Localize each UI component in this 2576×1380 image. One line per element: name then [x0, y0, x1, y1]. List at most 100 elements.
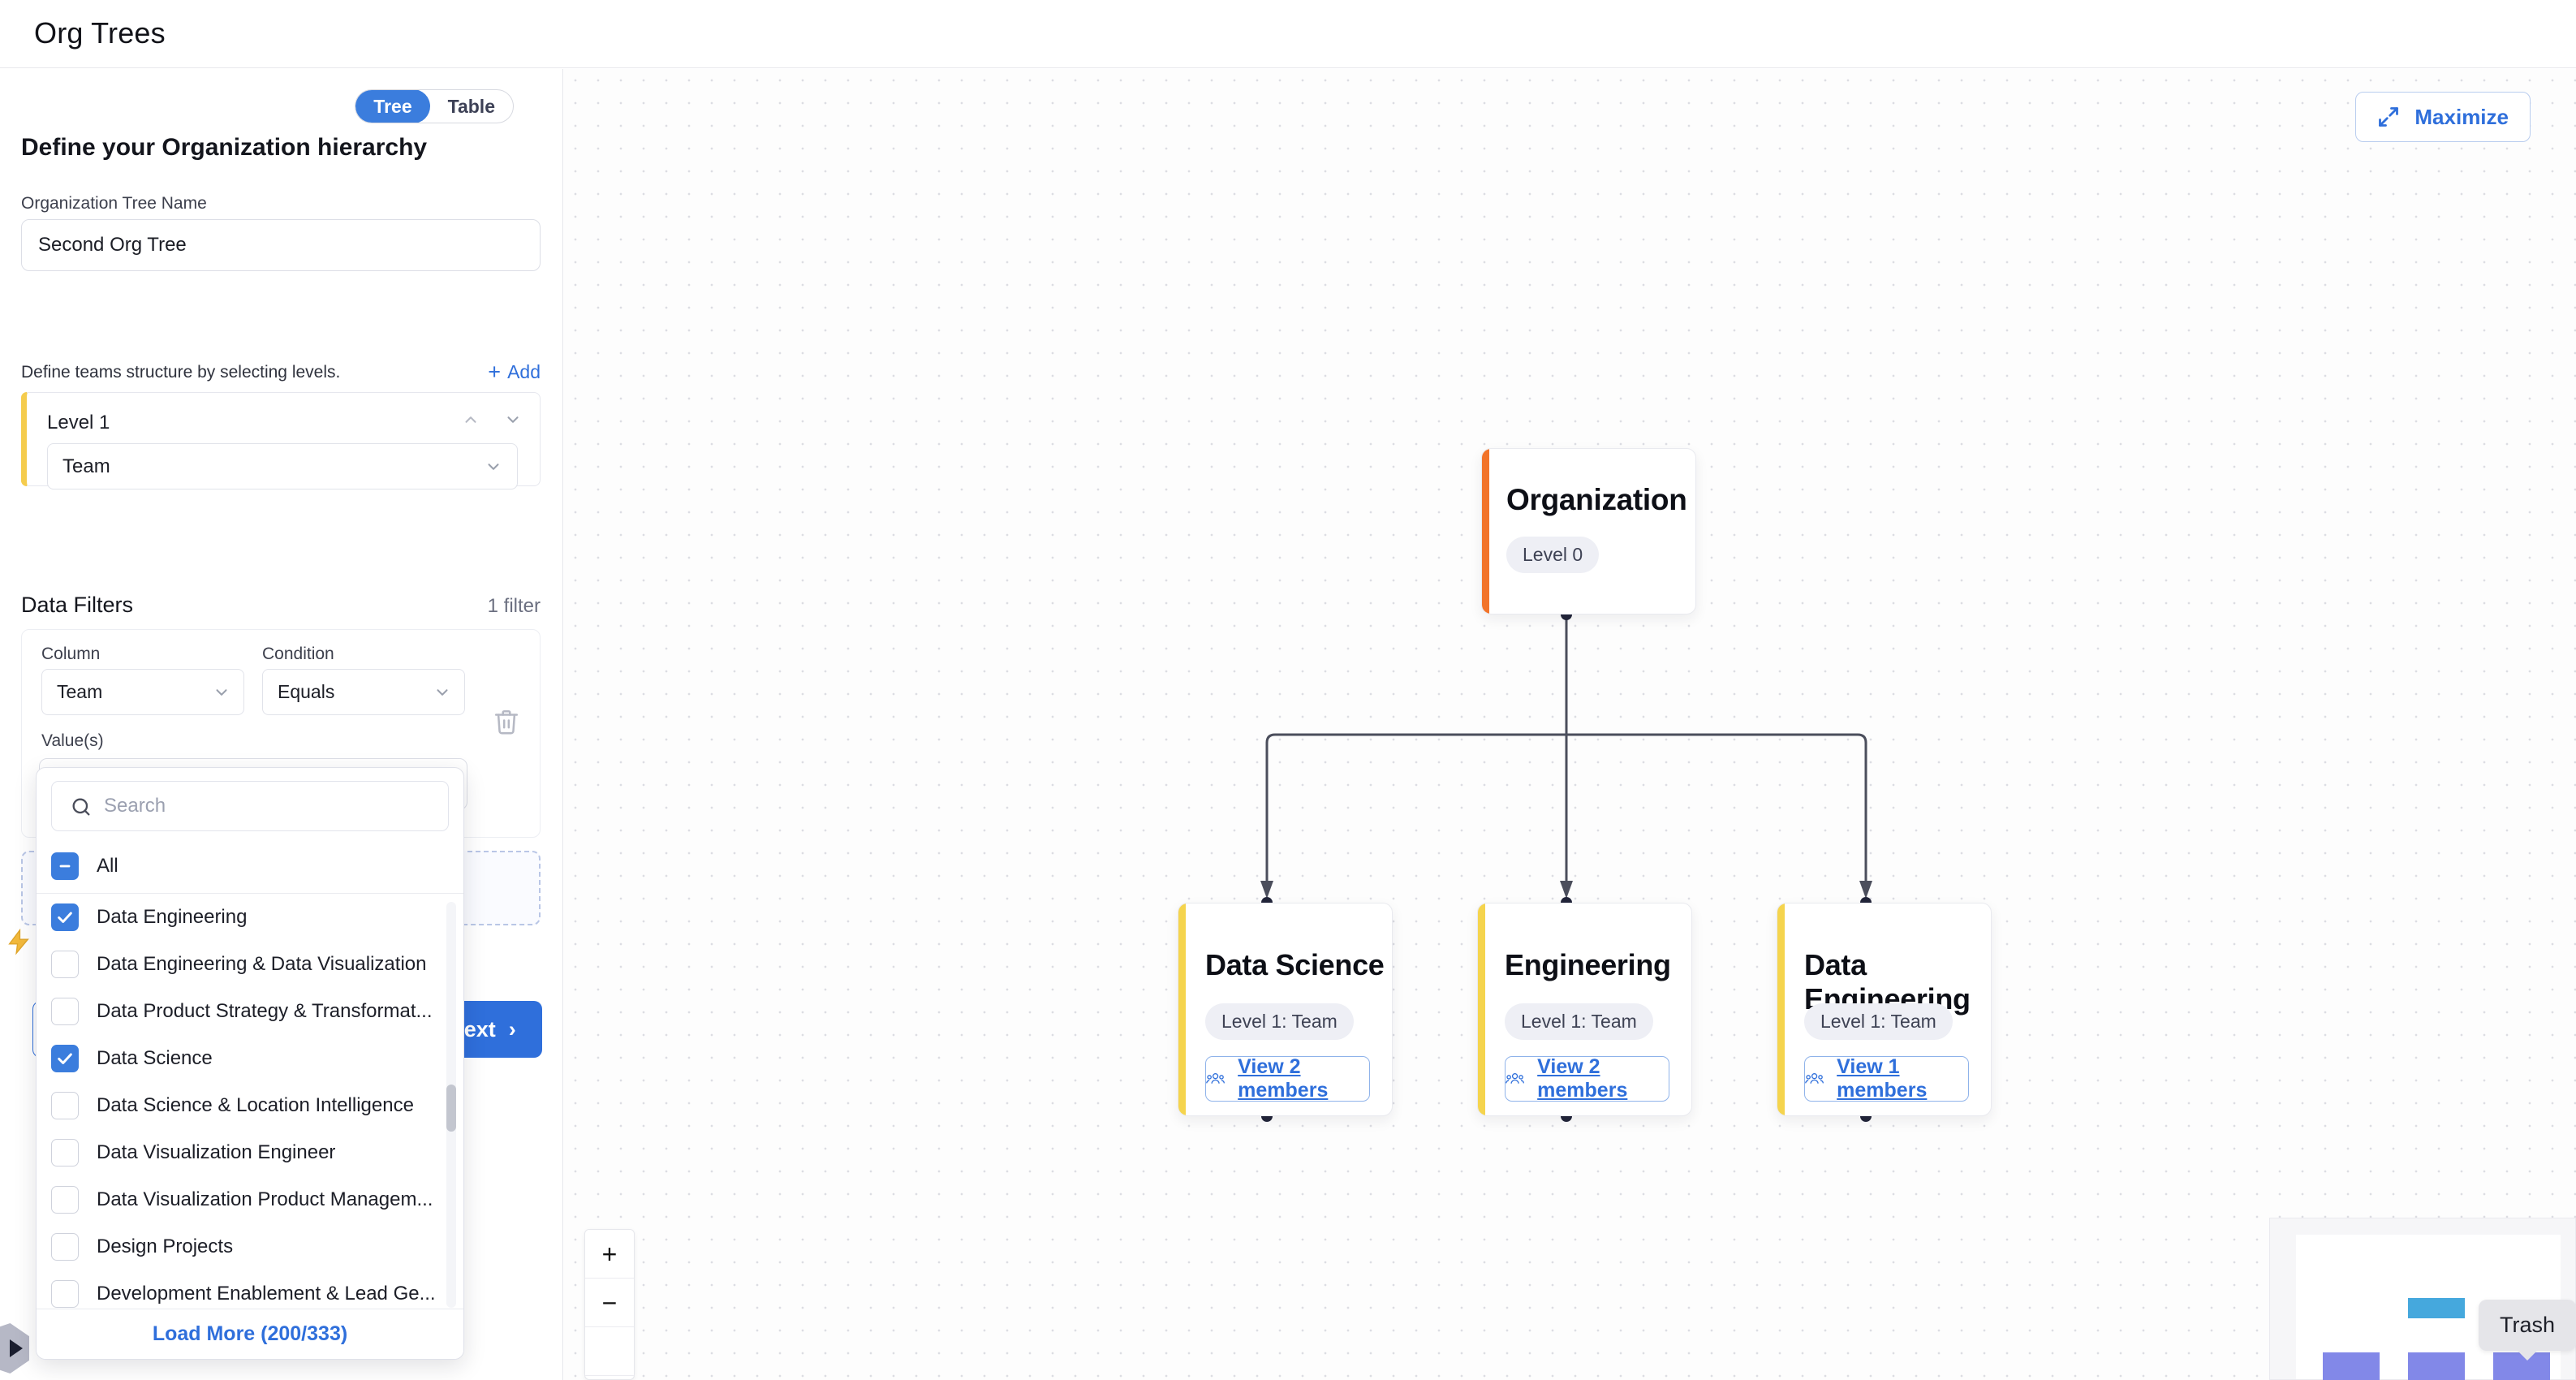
multiselect-options-list[interactable]: Data Engineering Data Engineering & Data… [37, 894, 463, 1309]
checkbox[interactable] [51, 903, 79, 931]
collapse-sidebar-handle[interactable] [0, 1323, 29, 1374]
tree-name-input[interactable] [21, 219, 541, 271]
list-item[interactable]: Data Visualization Product Managem... [37, 1176, 463, 1223]
node-level-badge: Level 1: Team [1804, 1003, 1953, 1040]
option-label: Data Science [97, 1047, 213, 1069]
list-item[interactable]: Data Engineering [37, 894, 463, 941]
multiselect-search[interactable] [51, 781, 449, 831]
node-title: Engineering [1505, 948, 1671, 981]
multiselect-scrollbar[interactable] [446, 902, 456, 1308]
option-label: Data Product Strategy & Transformat... [97, 1000, 433, 1022]
define-levels-text: Define teams structure by selecting leve… [21, 362, 341, 382]
multiselect-footer: Load More (200/333) [37, 1309, 463, 1359]
maximize-label: Maximize [2414, 104, 2509, 129]
tree-name-label: Organization Tree Name [21, 194, 207, 213]
org-node-data-engineering[interactable]: Data Engineering Level 1: Team View 1 me… [1777, 903, 1992, 1116]
node-title: Organization [1506, 483, 1687, 516]
zoom-fit-button[interactable] [585, 1327, 634, 1376]
level-card-1: Level 1 Team [21, 392, 541, 489]
multiselect-option-all[interactable]: All [37, 843, 463, 894]
node-accent-bar [1777, 903, 1785, 1115]
multiselect-search-input[interactable] [104, 795, 448, 817]
checkbox[interactable] [51, 1092, 79, 1119]
plus-icon: + [488, 360, 502, 384]
data-filters-title: Data Filters [21, 593, 134, 617]
scrollbar-thumb[interactable] [446, 1085, 456, 1132]
maximize-button[interactable]: Maximize [2355, 92, 2531, 142]
filter-values-label: Value(s) [41, 731, 104, 750]
filter-condition-select[interactable]: Equals [262, 669, 465, 715]
list-item[interactable]: Data Visualization Engineer [37, 1129, 463, 1176]
checkbox[interactable] [51, 998, 79, 1025]
node-accent-bar [1178, 903, 1186, 1115]
zoom-out-button[interactable]: − [585, 1279, 634, 1327]
view-members-button[interactable]: View 1 members [1804, 1055, 1969, 1102]
tab-table[interactable]: Table [430, 90, 513, 123]
checkbox[interactable] [51, 1045, 79, 1072]
list-item[interactable]: Development Enablement & Lead Ge... [37, 1270, 463, 1309]
option-label: Data Engineering [97, 906, 248, 928]
view-members-label: View 2 members [1238, 1055, 1329, 1102]
filter-condition-value: Equals [278, 681, 335, 702]
option-label: Development Enablement & Lead Ge... [97, 1283, 436, 1305]
level-column-select[interactable]: Team [47, 443, 518, 489]
org-chart-canvas[interactable]: Maximize [564, 69, 2576, 1380]
option-label: Data Visualization Engineer [97, 1141, 336, 1163]
add-level-button[interactable]: + Add [488, 361, 541, 383]
tab-tree[interactable]: Tree [355, 90, 430, 123]
checkbox[interactable] [51, 1233, 79, 1261]
list-item[interactable]: Design Projects [37, 1223, 463, 1270]
sidebar-heading: Define your Organization hierarchy [21, 134, 428, 161]
chevron-down-icon [488, 463, 499, 470]
tree-connectors [1260, 609, 1872, 1122]
caret-right-icon [10, 1339, 23, 1357]
values-multiselect-popup: All Data Engineering Data Engineering & … [36, 767, 464, 1360]
org-node-root[interactable]: Organization Level 0 [1481, 448, 1696, 615]
node-level-badge: Level 1: Team [1505, 1003, 1653, 1040]
zoom-controls[interactable]: + − [584, 1229, 635, 1380]
org-node-engineering[interactable]: Engineering Level 1: Team View 2 members [1477, 903, 1692, 1116]
view-members-label: View 1 members [1837, 1055, 1928, 1102]
view-members-label: View 2 members [1537, 1055, 1628, 1102]
level-column-value: Team [62, 455, 110, 477]
minimap-node-root [2408, 1298, 2465, 1318]
data-filters-header: Data Filters 1 filter [21, 593, 541, 618]
view-members-button[interactable]: View 2 members [1205, 1055, 1370, 1102]
view-mode-toggle[interactable]: Tree Table [355, 89, 514, 123]
lightning-bolt-icon [8, 928, 29, 955]
level-accent-bar [21, 392, 27, 486]
list-item[interactable]: Data Science & Location Intelligence [37, 1082, 463, 1129]
zoom-in-button[interactable]: + [585, 1230, 634, 1279]
define-levels-row: Define teams structure by selecting leve… [21, 361, 541, 383]
list-item[interactable]: Data Science [37, 1035, 463, 1082]
trash-tooltip: Trash [2478, 1300, 2576, 1361]
add-level-label: Add [507, 361, 541, 382]
node-accent-bar [1478, 903, 1485, 1115]
checkbox[interactable] [51, 1280, 79, 1308]
view-members-button[interactable]: View 2 members [1505, 1055, 1669, 1102]
checkbox[interactable] [51, 1186, 79, 1214]
search-icon [72, 798, 90, 816]
checkbox[interactable] [51, 1139, 79, 1167]
node-title: Data Science [1205, 948, 1385, 981]
move-level-down-icon[interactable] [504, 411, 522, 429]
node-level-badge: Level 1: Team [1205, 1003, 1354, 1040]
chevron-down-icon [216, 688, 227, 696]
option-all-label: All [97, 855, 118, 877]
checkbox-all[interactable] [51, 852, 79, 880]
delete-filter-icon[interactable] [493, 708, 520, 735]
load-more-button[interactable]: Load More (200/333) [152, 1322, 348, 1345]
option-label: Design Projects [97, 1236, 234, 1257]
chevron-down-icon [437, 688, 448, 696]
checkbox[interactable] [51, 951, 79, 978]
filter-column-label: Column [41, 645, 101, 663]
org-node-data-science[interactable]: Data Science Level 1: Team View 2 member… [1178, 903, 1393, 1116]
data-filters-count: 1 filter [487, 595, 541, 617]
minimap-node-child [2408, 1352, 2465, 1380]
page-title: Org Trees [34, 16, 166, 50]
list-item[interactable]: Data Product Strategy & Transformat... [37, 988, 463, 1035]
filter-column-select[interactable]: Team [41, 669, 244, 715]
list-item[interactable]: Data Engineering & Data Visualization [37, 941, 463, 988]
option-label: Data Visualization Product Managem... [97, 1188, 433, 1210]
move-level-up-icon[interactable] [462, 411, 480, 429]
